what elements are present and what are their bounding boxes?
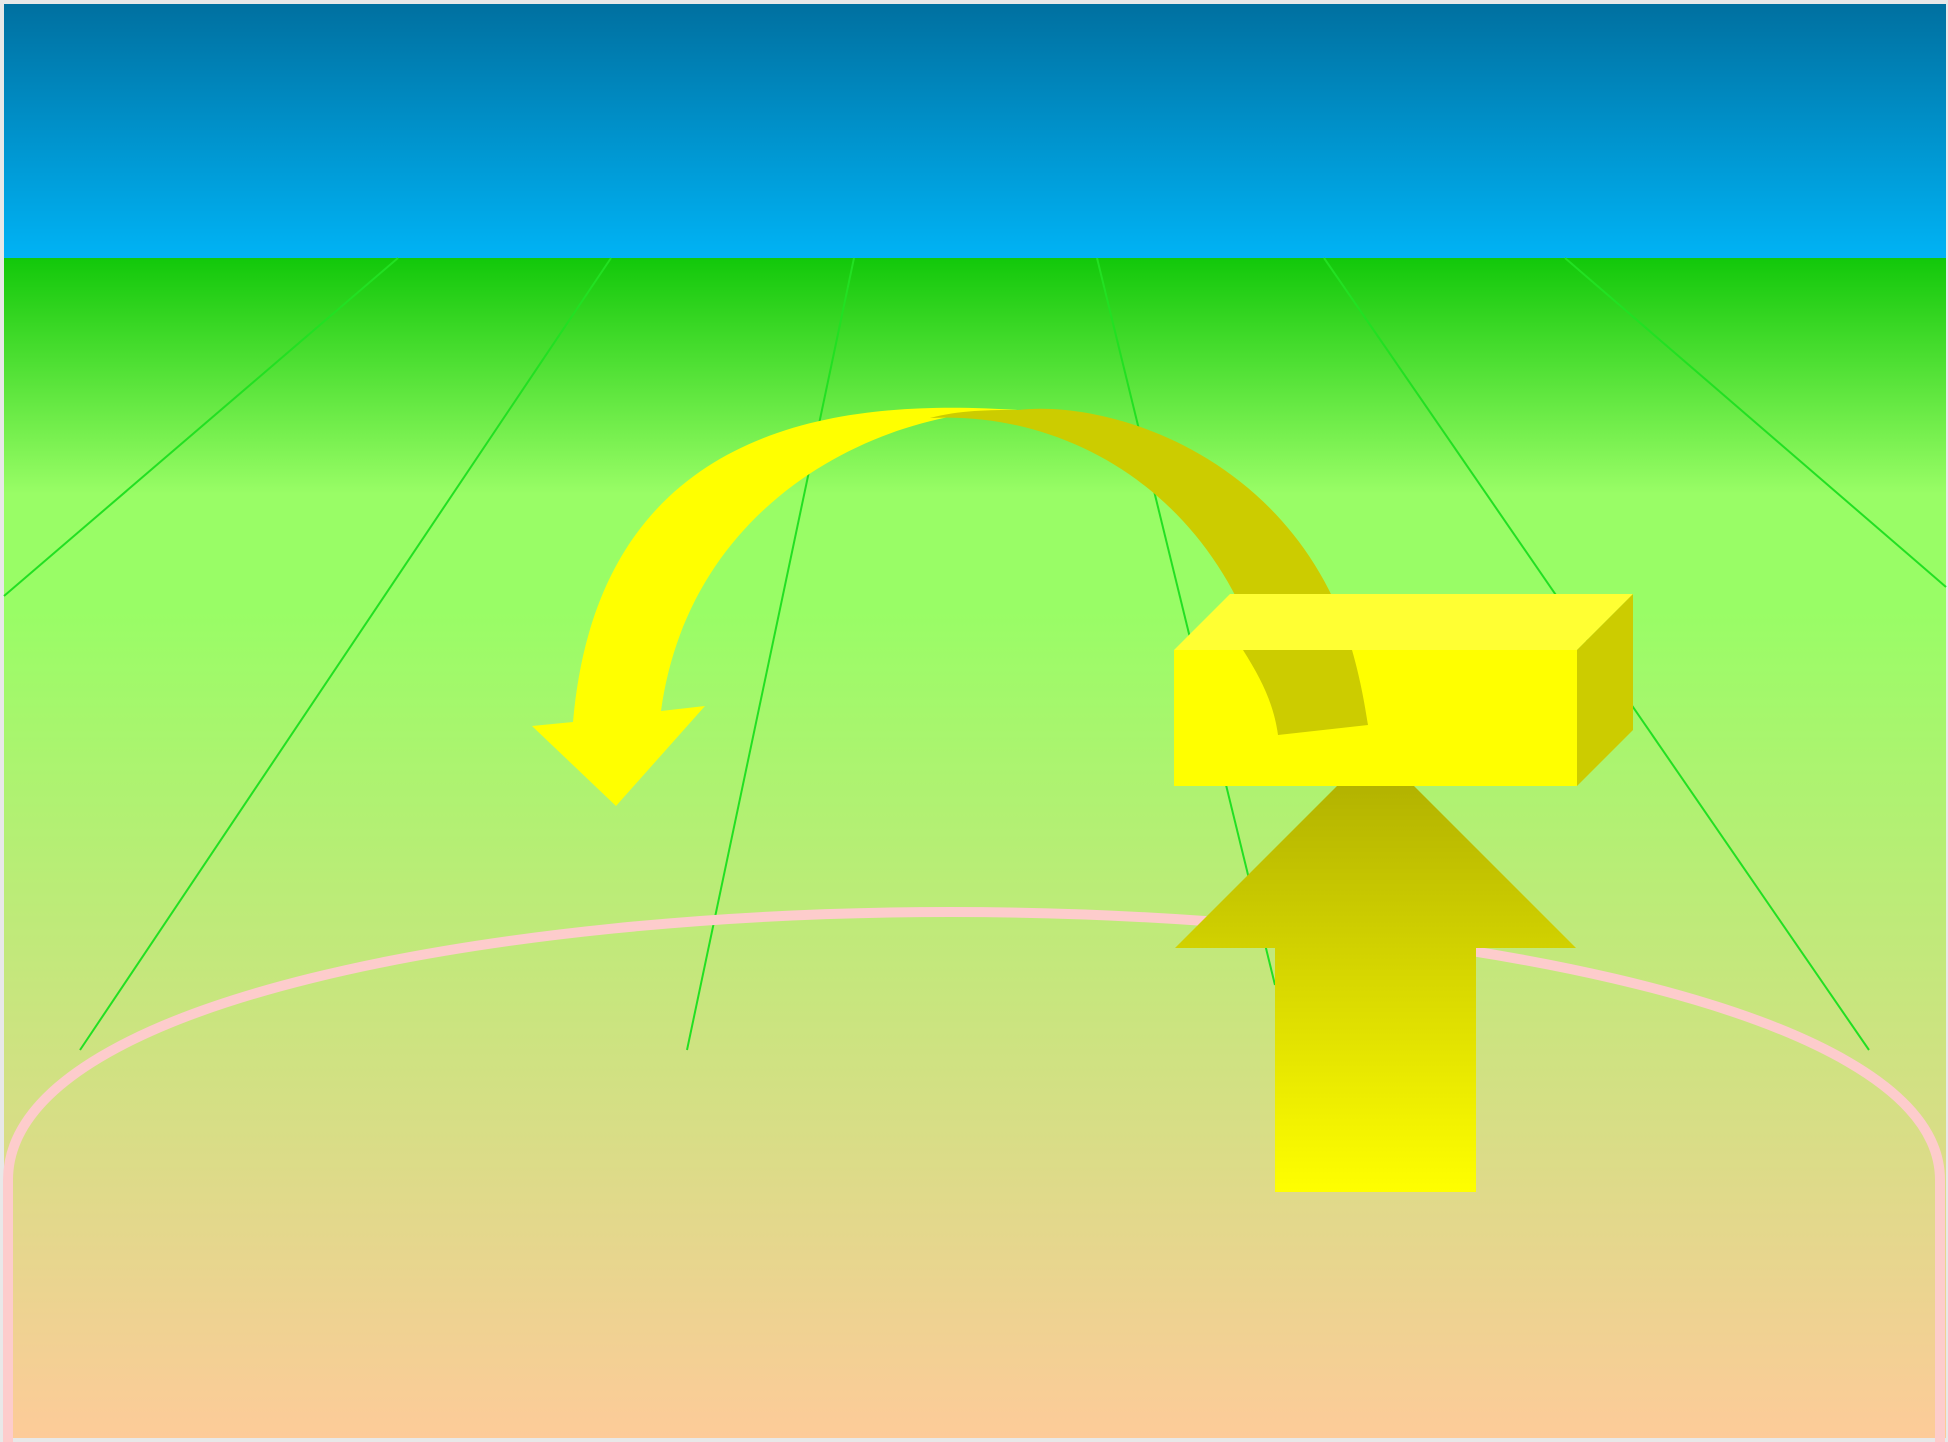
ground [4, 258, 1946, 1438]
raised-block [1174, 594, 1633, 786]
raised-block-top [1174, 594, 1633, 650]
raised-block-front [1174, 650, 1577, 786]
sky [4, 4, 1946, 258]
